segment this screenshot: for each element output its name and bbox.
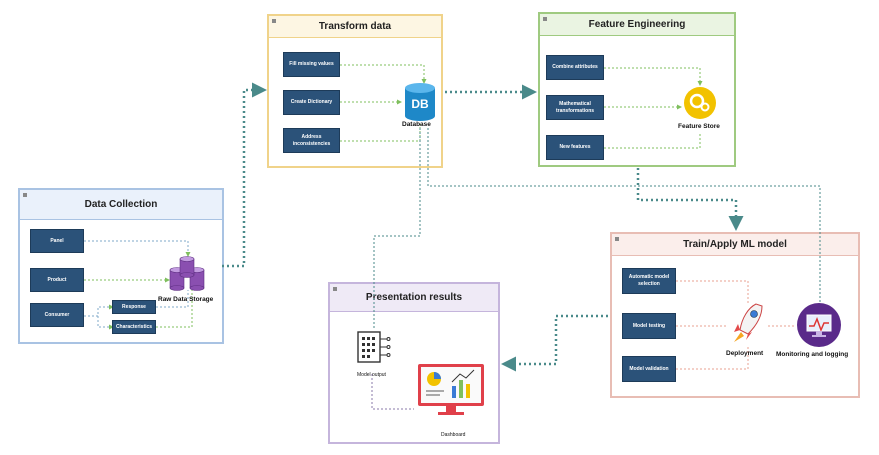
node-create-dictionary[interactable]: Create Dictionary bbox=[283, 90, 340, 115]
link-feature-train bbox=[636, 168, 744, 231]
raw-data-storage-label: Raw Data Storage bbox=[158, 296, 214, 303]
dashboard-label: Dashboard bbox=[441, 432, 466, 438]
database-icon-text: DB bbox=[411, 97, 429, 111]
node-characteristics[interactable]: Characteristics bbox=[112, 320, 156, 334]
group-corner-marker bbox=[23, 193, 27, 197]
group-title: Presentation results bbox=[330, 284, 498, 312]
node-model-testing[interactable]: Model testing bbox=[622, 313, 676, 339]
group-title: Feature Engineering bbox=[540, 14, 734, 36]
group-corner-marker bbox=[615, 237, 619, 241]
group-feature-engineering: Feature Engineering bbox=[538, 12, 736, 167]
rocket-icon bbox=[734, 303, 763, 342]
group-corner-marker bbox=[543, 17, 547, 21]
dashboard-screen-icon bbox=[418, 364, 484, 415]
deployment-label: Deployment bbox=[726, 350, 764, 357]
model-output-label: Model output bbox=[357, 372, 386, 378]
database-icon: DB bbox=[405, 83, 435, 121]
node-automatic-model-selection[interactable]: Automatic model selection bbox=[622, 268, 676, 294]
group-corner-marker bbox=[272, 19, 276, 23]
group-transform-data: Transform data bbox=[267, 14, 443, 168]
storage-barrels-icon bbox=[169, 256, 205, 291]
monitoring-label: Monitoring and logging bbox=[776, 351, 849, 358]
monitor-icon bbox=[797, 303, 841, 347]
feature-store-label: Feature Store bbox=[678, 123, 720, 130]
group-title: Data Collection bbox=[20, 190, 222, 220]
database-label: Database bbox=[402, 121, 431, 128]
node-panel[interactable]: Panel bbox=[30, 229, 84, 253]
group-title: Transform data bbox=[269, 16, 441, 38]
node-combine-attributes[interactable]: Combine attributes bbox=[546, 55, 604, 80]
document-chip-icon bbox=[357, 331, 391, 363]
node-address-inconsistencies[interactable]: Address inconsistencies bbox=[283, 128, 340, 153]
node-product[interactable]: Product bbox=[30, 268, 84, 292]
link-raw-to-transform bbox=[222, 82, 267, 268]
link-train-presentation bbox=[501, 314, 608, 372]
node-consumer[interactable]: Consumer bbox=[30, 303, 84, 327]
node-new-features[interactable]: New features bbox=[546, 135, 604, 160]
node-mathematical-transformations[interactable]: Mathematical transformations bbox=[546, 95, 604, 120]
group-corner-marker bbox=[333, 287, 337, 291]
gear-storage-icon bbox=[684, 87, 716, 119]
node-response[interactable]: Response bbox=[112, 300, 156, 314]
node-fill-missing-values[interactable]: Fill missing values bbox=[283, 52, 340, 77]
node-model-validation[interactable]: Model validation bbox=[622, 356, 676, 382]
group-title: Train/Apply ML model bbox=[612, 234, 858, 256]
